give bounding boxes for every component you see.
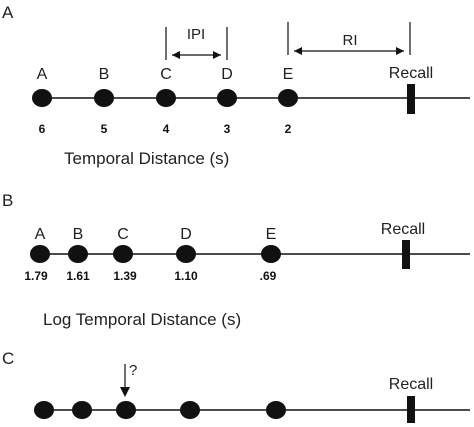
ipi-label: IPI [187,26,205,43]
ri-arrow-left-head [294,47,302,55]
panel-b-item-label-d: D [180,226,192,243]
panel-b-item-label-c: C [117,226,129,243]
panel-a-item-label-e: E [283,66,294,83]
panel-b-item-dot-e [261,245,281,263]
panel-a-item-label-d: D [221,66,233,83]
ipi-arrow-right-head [213,51,221,59]
panel-b: B A 1.79 B 1.61 C 1.39 D 1.10 E .69 Reca… [2,191,470,329]
panel-b-item-value-d: 1.10 [174,269,198,283]
panel-b-item-label-a: A [35,226,46,243]
probe-label: ? [129,362,137,379]
panel-b-item-dot-b [68,245,88,263]
panel-c: C ? Recall [2,349,470,423]
panel-c-item-dot-3 [116,401,136,419]
panel-a-recall-label: Recall [389,65,433,82]
panel-b-item-label-b: B [73,226,84,243]
panel-b-item-dot-d [176,245,196,263]
panel-c-item-dot-4 [180,401,200,419]
panel-c-recall-label: Recall [389,376,433,393]
ri-label: RI [343,32,358,49]
panel-a-item-label-a: A [37,66,48,83]
panel-c-recall-marker [407,396,415,423]
panel-b-recall-marker [402,240,410,269]
panel-b-item-dot-a [30,245,50,263]
ri-arrow-right-head [396,47,404,55]
panel-b-item-value-b: 1.61 [66,269,90,283]
panel-b-item-value-a: 1.79 [24,269,48,283]
panel-b-caption: Log Temporal Distance (s) [43,310,241,329]
panel-a-item-value-c: 4 [163,122,170,136]
panel-b-letter: B [2,191,13,210]
panel-a-item-dot-e [278,89,298,107]
panel-a-item-label-b: B [99,66,110,83]
panel-a-item-dot-a [32,89,52,107]
panel-a-item-label-c: C [160,66,172,83]
probe-arrow-head [120,387,130,397]
panel-b-item-value-e: .69 [260,269,277,283]
panel-a-letter: A [2,3,14,22]
panel-c-letter: C [2,349,14,368]
ipi-arrow-left-head [172,51,180,59]
panel-c-item-dot-1 [34,401,54,419]
panel-a-item-dot-d [217,89,237,107]
panel-a: A IPI RI A 6 B 5 C 4 D 3 E 2 Recal [2,3,470,168]
panel-a-recall-marker [407,84,415,114]
panel-a-item-value-b: 5 [101,122,108,136]
panel-a-item-dot-c [156,89,176,107]
panel-b-item-label-e: E [266,226,277,243]
panel-a-caption: Temporal Distance (s) [64,149,229,168]
panel-a-item-value-a: 6 [39,122,46,136]
panel-a-item-value-d: 3 [224,122,231,136]
panel-a-item-value-e: 2 [285,122,292,136]
panel-c-item-dot-2 [72,401,92,419]
panel-c-item-dot-5 [266,401,286,419]
panel-b-item-value-c: 1.39 [113,269,137,283]
panel-b-recall-label: Recall [381,221,425,238]
panel-a-item-dot-b [94,89,114,107]
panel-b-item-dot-c [113,245,133,263]
